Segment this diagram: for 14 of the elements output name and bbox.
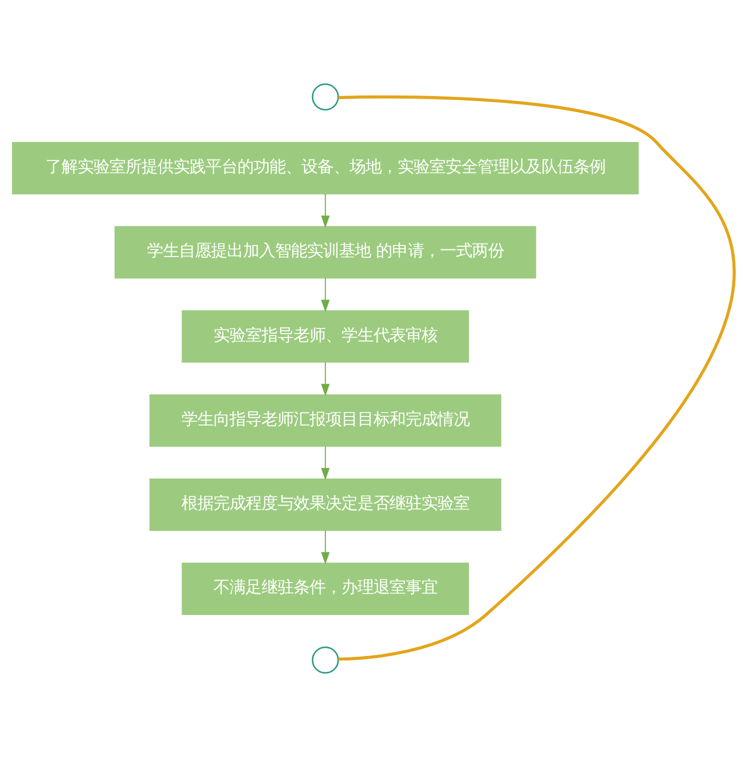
node-circle bbox=[312, 83, 339, 111]
arrow bbox=[321, 194, 330, 228]
connector bbox=[338, 96, 736, 661]
arrow bbox=[321, 530, 330, 564]
node-box: 根据完成程度与效果决定是否继驻实验室 bbox=[149, 478, 502, 531]
node-box: 不满足继驻条件，办理退室事宜 bbox=[182, 562, 469, 615]
node-box: 学生向指导老师汇报项目目标和完成情况 bbox=[149, 394, 502, 447]
node-box: 了解实验室所提供实践平台的功能、设备、场地，实验室安全管理以及队伍条例 bbox=[12, 142, 639, 194]
arrow bbox=[321, 362, 330, 396]
node-box: 实验室指导老师、学生代表审核 bbox=[182, 310, 469, 363]
arrow bbox=[321, 278, 330, 312]
arrow bbox=[321, 446, 330, 480]
node-box: 学生自愿提出加入智能实训基地 的申请，一式两份 bbox=[114, 226, 536, 278]
node-circle bbox=[312, 646, 339, 674]
